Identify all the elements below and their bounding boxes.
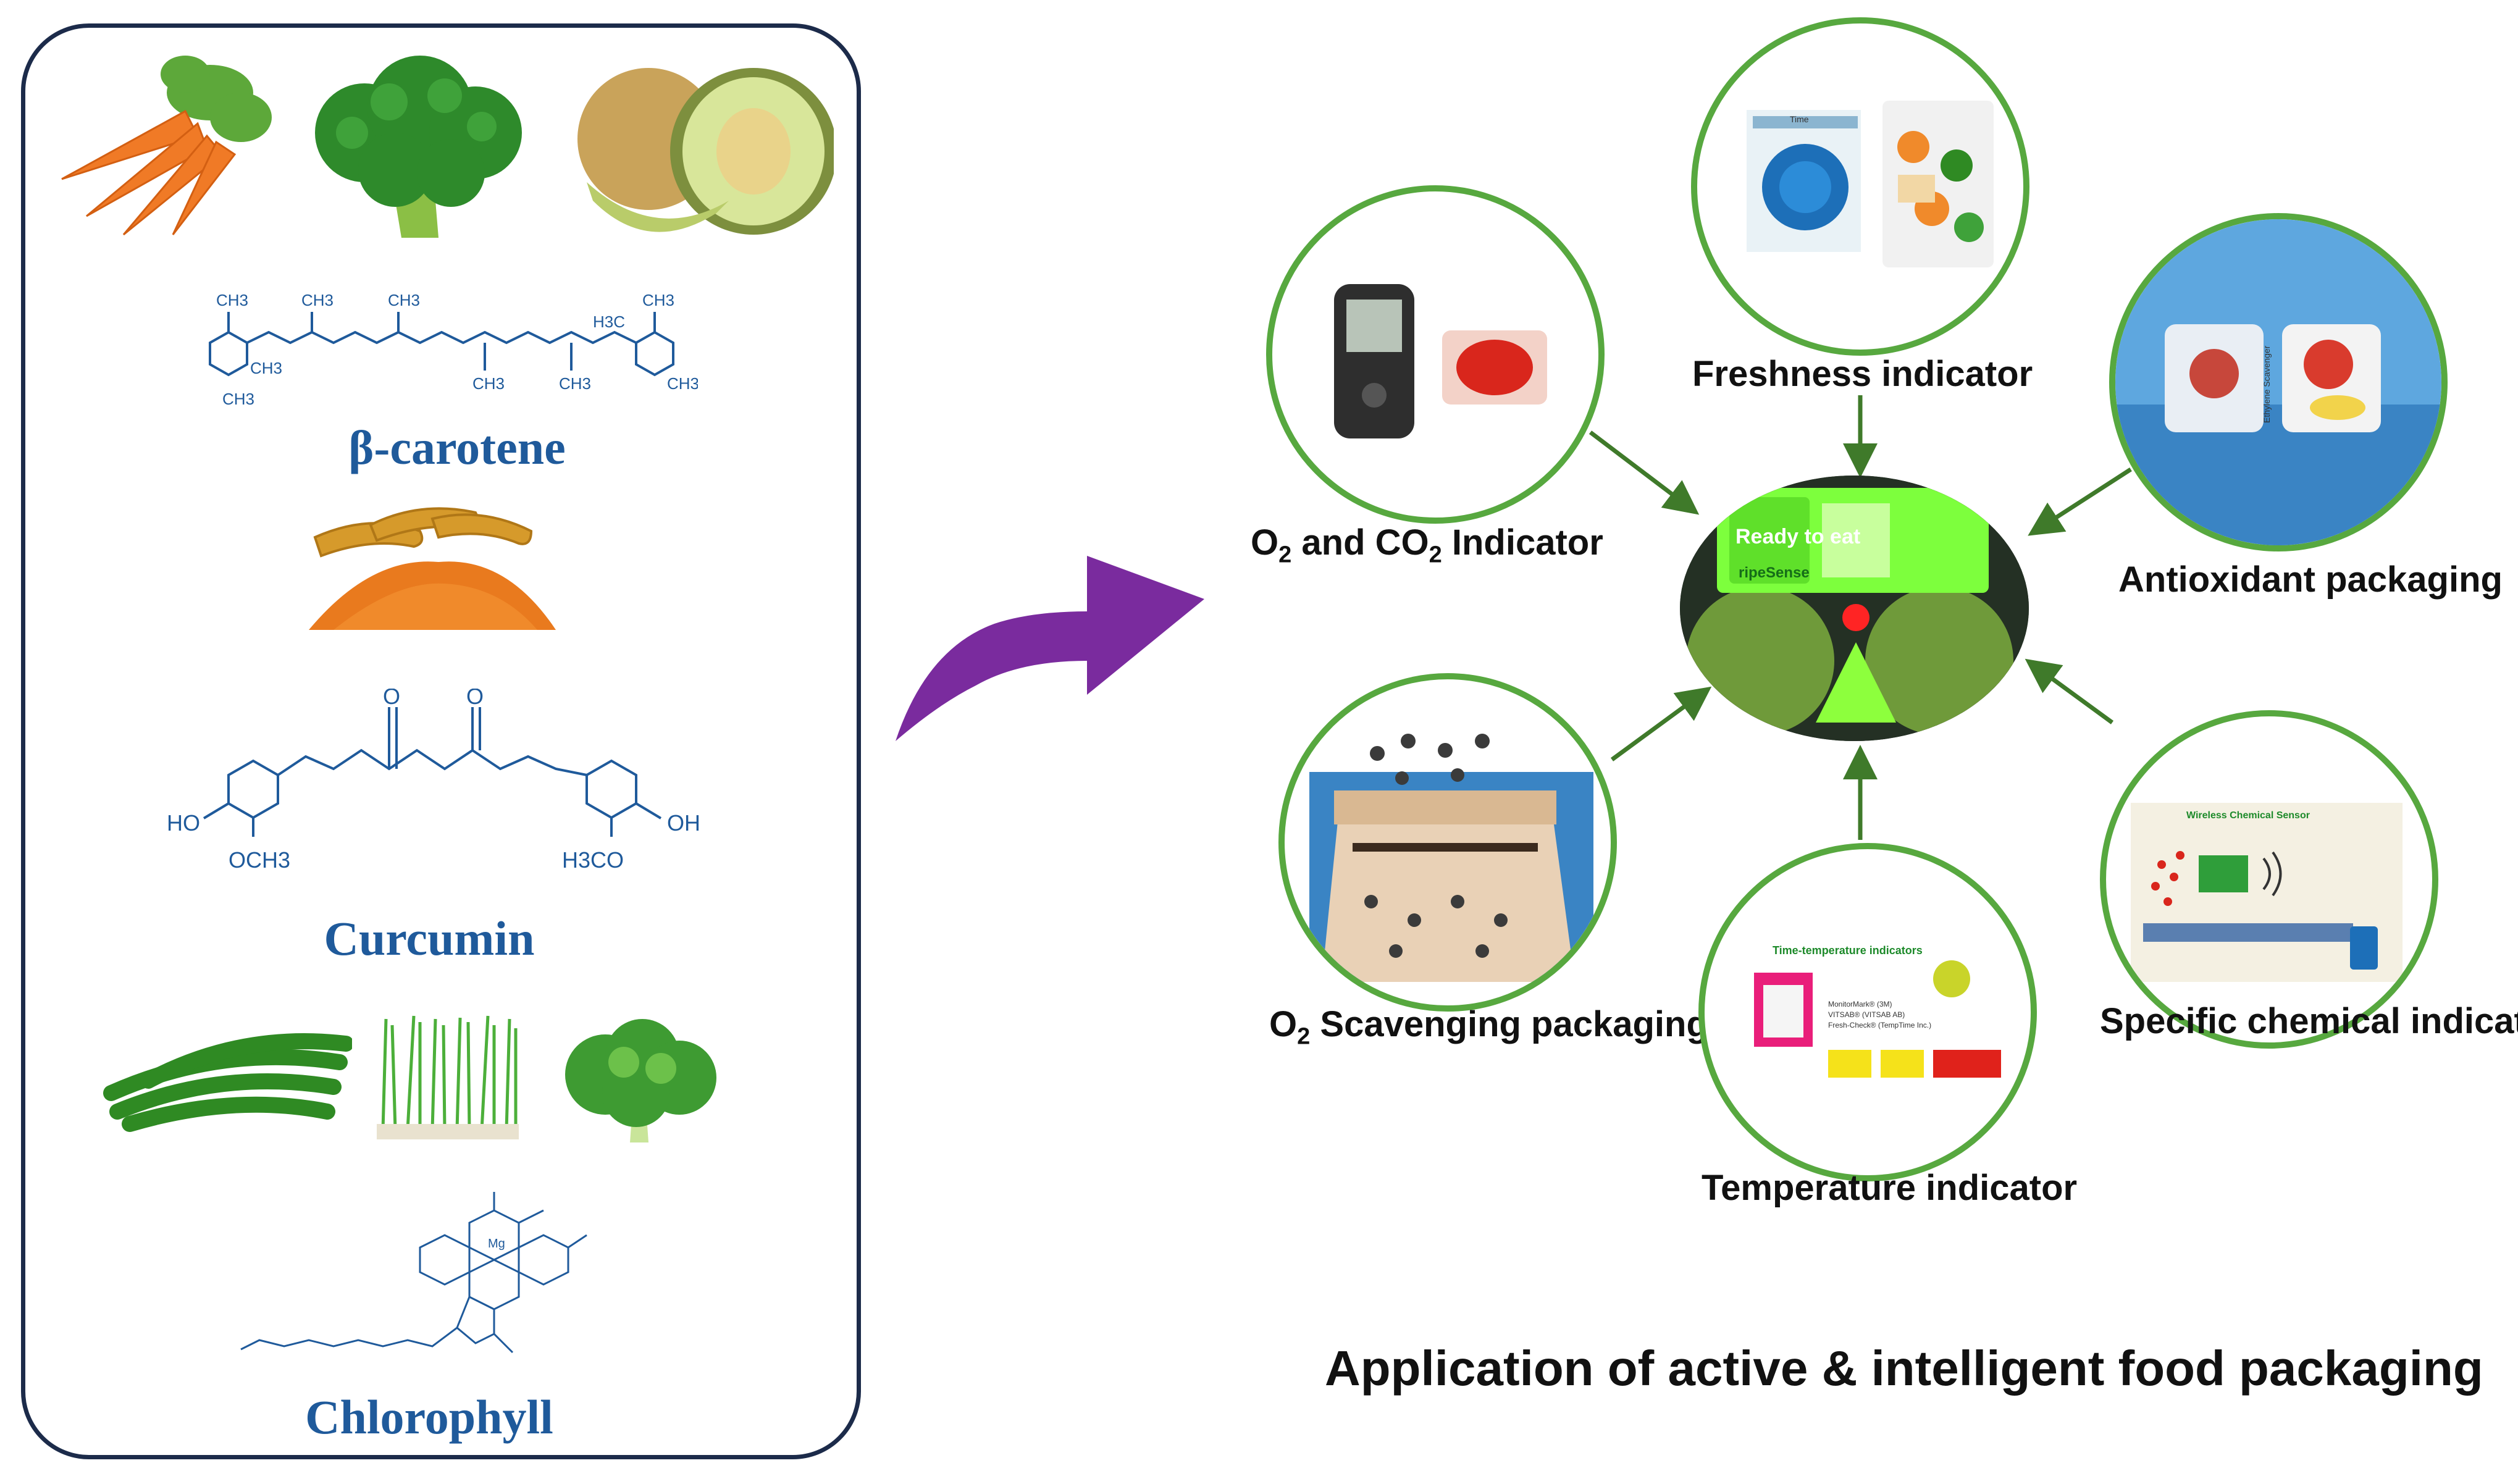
temperature-indicator-image: Time-temperature indicators MonitorMark®… <box>1754 944 2001 1078</box>
svg-text:CH3: CH3 <box>667 374 698 393</box>
broccoli-image <box>315 56 522 238</box>
o2-scavenging-image <box>1309 734 1593 982</box>
wheatgrass-image <box>377 1015 519 1139</box>
svg-text:CH3: CH3 <box>388 291 420 309</box>
o2-co2-indicator-label: O2 and CO2 Indicator <box>1251 522 1603 568</box>
svg-text:Time-temperature indicators: Time-temperature indicators <box>1773 944 1923 957</box>
ripesense-package-image: Ready to eat ripeSense <box>1680 476 2029 741</box>
freshness-indicator-circle: Time <box>1691 17 2029 356</box>
svg-text:Ready to eat: Ready to eat <box>1735 525 1860 548</box>
svg-text:VITSAB® (VITSAB AB): VITSAB® (VITSAB AB) <box>1828 1010 1905 1019</box>
svg-text:O: O <box>466 689 484 709</box>
svg-text:CH3: CH3 <box>222 390 254 408</box>
freshness-indicator-image: Time <box>1747 101 1994 267</box>
turmeric-image <box>309 507 556 630</box>
svg-text:CH3: CH3 <box>559 374 591 393</box>
lettuce-image <box>565 1019 716 1142</box>
svg-text:O: O <box>383 689 400 709</box>
o2-scavenging-circle <box>1278 673 1617 1012</box>
arrow-from-antioxidant <box>2028 467 2132 536</box>
o2-scavenging-label: O2 Scavenging packaging <box>1269 1004 1708 1050</box>
svg-text:CH3: CH3 <box>472 374 505 393</box>
temperature-indicator-label: Temperature indicator <box>1702 1168 2078 1208</box>
chemical-indicator-label: Specific chemical indicator <box>2100 1001 2518 1041</box>
svg-text:HO: HO <box>167 810 200 836</box>
purple-curved-arrow <box>896 556 1204 741</box>
svg-text:CH3: CH3 <box>301 291 334 309</box>
svg-text:OH: OH <box>667 810 700 836</box>
beta-carotene-structure: CH3 CH3 CH3 CH3 CH3 H3C CH3 CH3 CH3 CH3 <box>209 291 698 408</box>
o2-co2-indicator-circle <box>1266 185 1605 524</box>
chlorophyll-structure: Mg <box>240 1192 587 1354</box>
carrot-image <box>61 56 272 236</box>
arrow-from-o2-scavenging <box>1610 686 1712 761</box>
svg-text:MonitorMark® (3M): MonitorMark® (3M) <box>1828 1000 1892 1008</box>
green-beans-image <box>103 1033 352 1132</box>
antioxidant-packaging-circle: Ethylene Scavenger <box>2109 213 2448 551</box>
svg-text:Ethylene Scavenger: Ethylene Scavenger <box>2262 345 2272 423</box>
svg-text:CH3: CH3 <box>642 291 674 309</box>
arrow-from-o2-co2 <box>1588 430 1700 515</box>
antioxidant-packaging-label: Antioxidant packaging <box>2118 560 2503 600</box>
svg-text:CH3: CH3 <box>216 291 248 309</box>
chemical-indicator-image: Wireless Chemical Sensor <box>2131 803 2403 982</box>
svg-text:OCH3: OCH3 <box>229 847 290 873</box>
chlorophyll-label: Chlorophyll <box>305 1390 553 1444</box>
o2-co2-indicator-image <box>1334 284 1547 438</box>
arrow-from-chemical <box>2025 658 2114 724</box>
natural-pigments-panel <box>21 23 861 1459</box>
svg-text:Mg: Mg <box>488 1237 505 1251</box>
curcumin-structure: O O HO OCH3 H3CO OH <box>167 689 700 873</box>
curcumin-label: Curcumin <box>324 912 535 965</box>
svg-text:Time: Time <box>1790 114 1809 124</box>
figure-title: Application of active & intelligent food… <box>1325 1341 2483 1396</box>
melon-image <box>577 68 834 235</box>
svg-text:H3C: H3C <box>593 312 625 331</box>
beta-carotene-label: β-carotene <box>348 421 566 474</box>
svg-text:Fresh-Check® (TempTime Inc.): Fresh-Check® (TempTime Inc.) <box>1828 1021 1931 1029</box>
svg-text:H3CO: H3CO <box>562 847 624 873</box>
svg-text:Wireless Chemical Sensor: Wireless Chemical Sensor <box>2186 810 2310 821</box>
svg-text:CH3: CH3 <box>250 359 282 377</box>
antioxidant-packaging-image: Ethylene Scavenger <box>2115 219 2441 545</box>
temperature-indicator-circle: Time-temperature indicators MonitorMark®… <box>1698 843 2037 1181</box>
chemical-indicator-circle: Wireless Chemical Sensor <box>2100 710 2438 1049</box>
freshness-indicator-label: Freshness indicator <box>1692 354 2033 394</box>
svg-text:ripeSense: ripeSense <box>1739 564 1810 581</box>
center-product-circle: Ready to eat ripeSense <box>1680 476 2029 741</box>
